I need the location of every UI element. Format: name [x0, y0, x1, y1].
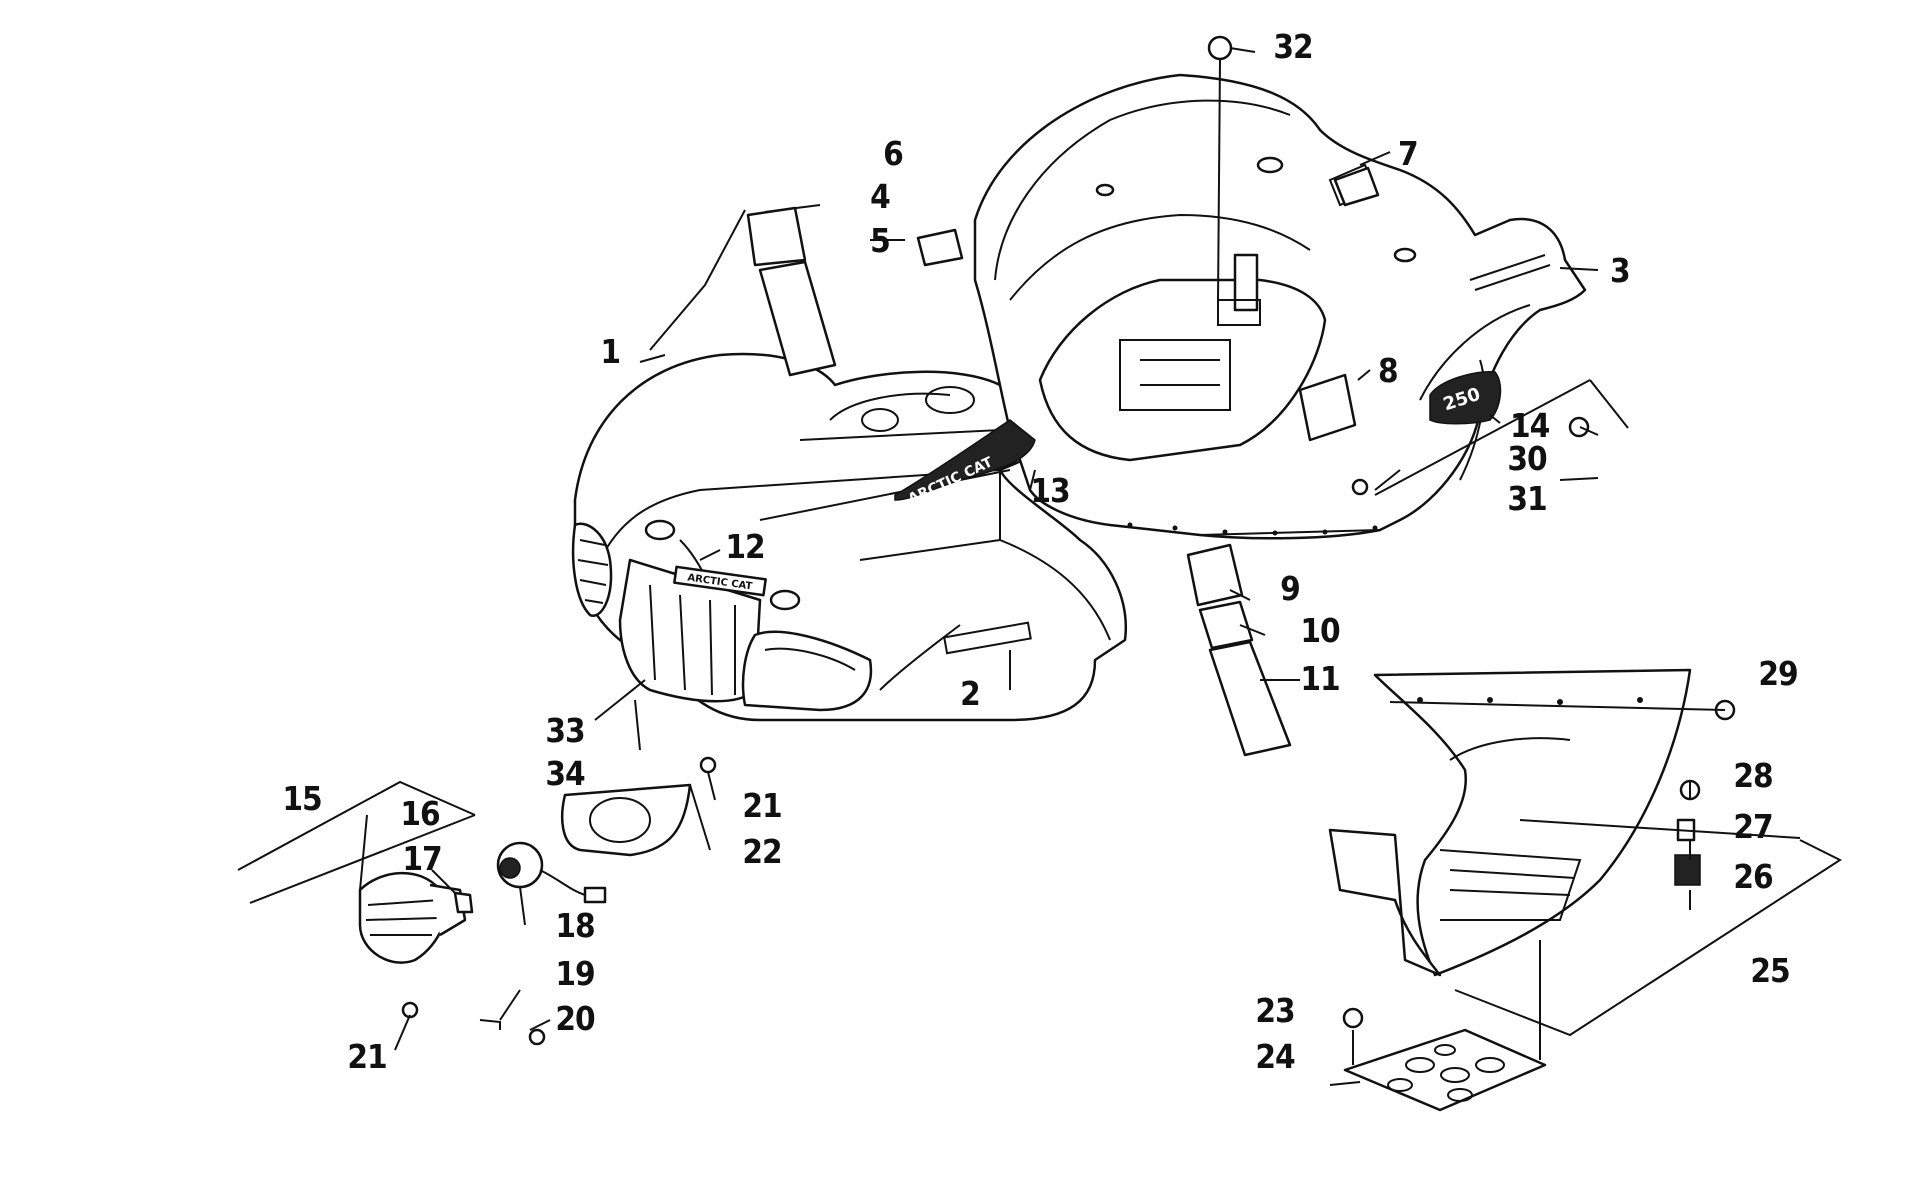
callout-23: 23 [1255, 991, 1294, 1030]
callout-3: 3 [1610, 251, 1630, 290]
callout-7: 7 [1398, 134, 1418, 173]
callout-28: 28 [1733, 756, 1772, 795]
callout-32: 32 [1273, 27, 1312, 66]
callout-5: 5 [870, 221, 890, 260]
callout-27: 27 [1733, 807, 1772, 846]
callout-labels: 1 2 3 4 5 6 7 8 9 10 11 12 13 14 15 16 1… [282, 27, 1798, 1076]
callout-22: 22 [742, 832, 781, 871]
callout-21-b: 21 [742, 786, 781, 825]
side-badge: 250 [1429, 371, 1502, 425]
callout-33: 33 [545, 711, 584, 750]
callout-16: 16 [400, 794, 440, 833]
footrest-plate [1343, 1028, 1547, 1112]
footwell-assembly [1328, 668, 1692, 977]
callout-21-a: 21 [347, 1037, 386, 1076]
callout-20: 20 [555, 999, 595, 1038]
callout-11: 11 [1300, 659, 1339, 698]
callout-17: 17 [402, 839, 441, 878]
rear-body-panel: 250 [973, 73, 1587, 540]
callout-31: 31 [1507, 479, 1546, 518]
callout-29: 29 [1758, 654, 1797, 693]
callout-26: 26 [1733, 857, 1773, 896]
callout-10: 10 [1300, 611, 1340, 650]
callout-18: 18 [555, 906, 594, 945]
callout-30: 30 [1507, 439, 1547, 478]
callout-24: 24 [1255, 1037, 1295, 1076]
headlight-assembly [358, 756, 717, 1046]
callout-19: 19 [555, 954, 594, 993]
callout-1: 1 [600, 332, 620, 371]
leader-lines [237, 47, 1843, 1086]
callout-8: 8 [1378, 351, 1398, 390]
callout-9: 9 [1280, 569, 1300, 608]
callout-6: 6 [883, 134, 903, 173]
decals [746, 166, 1380, 757]
callout-4: 4 [870, 177, 890, 216]
callout-13: 13 [1030, 471, 1069, 510]
callout-2: 2 [960, 674, 980, 713]
callout-34: 34 [545, 754, 585, 793]
callout-25: 25 [1750, 951, 1789, 990]
callout-14: 14 [1510, 406, 1550, 445]
callout-12: 12 [725, 527, 764, 566]
callout-15: 15 [282, 779, 321, 818]
